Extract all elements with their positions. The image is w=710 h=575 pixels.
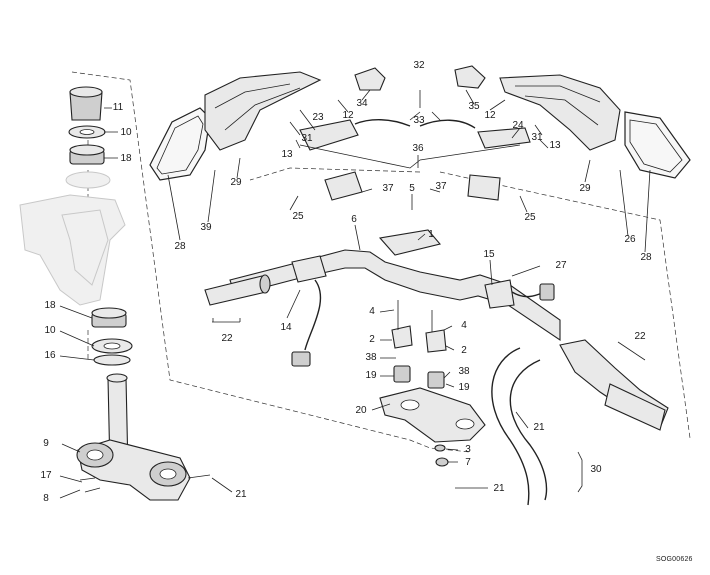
callout-38: 38 [365,352,377,363]
callout-21: 21 [493,483,505,494]
mirror-clamps [299,65,531,151]
callout-2: 2 [461,345,467,356]
callout-6: 6 [351,214,357,225]
callout-25: 25 [292,211,304,222]
mirror-right [499,74,691,179]
callout-4: 4 [461,320,467,331]
callout-8: 8 [43,493,49,504]
callout-27: 27 [555,260,567,271]
callout-10: 10 [44,325,56,336]
callout-23: 23 [312,112,324,123]
callout-37: 37 [435,181,447,192]
callout-31: 31 [531,132,543,143]
callout-30: 30 [590,464,602,475]
callout-9: 9 [43,438,49,449]
callout-18: 18 [120,153,132,164]
callout-22: 22 [221,333,233,344]
callout-16: 16 [44,350,56,361]
callout-3: 3 [465,444,471,455]
callout-38: 38 [458,366,470,377]
callout-32: 32 [413,60,425,71]
callout-29: 29 [579,183,591,194]
callout-19: 19 [458,382,470,393]
callout-13: 13 [549,140,561,151]
handlebar [204,249,561,367]
lower-triple-clamp [76,439,211,501]
callout-14: 14 [280,322,292,333]
callout-13: 13 [281,149,293,160]
mirror-left [149,71,322,181]
callout-19: 19 [365,370,377,381]
callout-7: 7 [465,457,471,468]
callout-17: 17 [40,470,52,481]
callout-21: 21 [533,422,545,433]
callout-18: 18 [44,300,56,311]
callout-33: 33 [413,115,425,126]
callout-39: 39 [200,222,212,233]
callout-25: 25 [524,212,536,223]
callout-1: 1 [428,229,434,240]
callout-2: 2 [369,334,375,345]
callout-12: 12 [342,110,354,121]
frame-ghost [19,171,126,306]
upper-triple-clamp [378,229,486,467]
callout-36: 36 [412,143,424,154]
leader-lines [59,89,651,499]
callout-34: 34 [356,98,368,109]
callout-11: 11 [112,102,124,113]
callout-21: 21 [235,489,247,500]
callout-35: 35 [468,101,480,112]
callout-20: 20 [355,405,367,416]
callout-28: 28 [640,252,652,263]
callout-15: 15 [483,249,495,260]
callout-5: 5 [409,183,415,194]
callout-22: 22 [634,331,646,342]
callout-31: 31 [301,133,313,144]
callout-28: 28 [174,241,186,252]
callout-37: 37 [382,183,394,194]
callout-29: 29 [230,177,242,188]
callout-24: 24 [512,120,524,131]
callout-26: 26 [624,234,636,245]
callout-4: 4 [369,306,375,317]
callout-10: 10 [120,127,132,138]
drawing-code: SOG00626 [656,556,693,563]
throttle-grip [491,339,669,506]
callout-12: 12 [484,110,496,121]
